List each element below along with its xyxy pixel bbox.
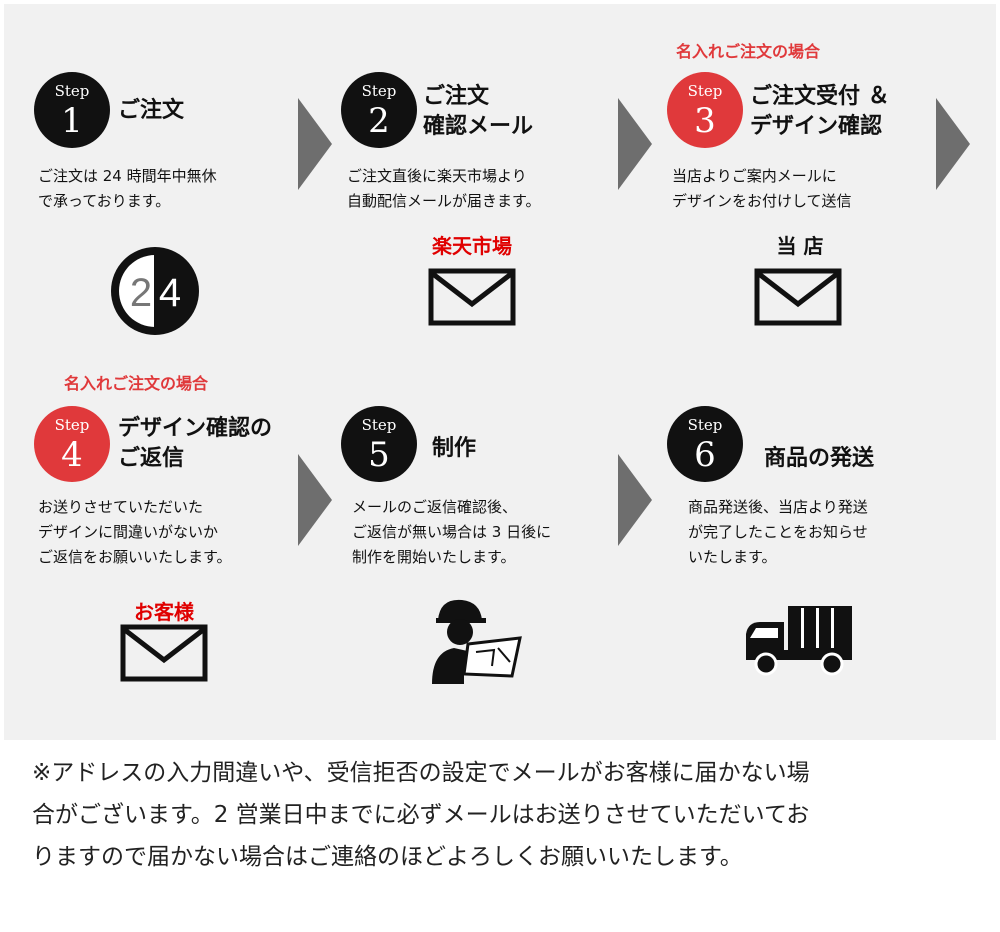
footer-line: りますので届かない場合はご連絡のほどよろしくお願いいたします。 (32, 844, 743, 870)
desc-line: ご返信が無い場合は 3 日後に (352, 523, 552, 541)
step-number: 5 (368, 435, 390, 475)
desc-line: デザインに間違いがないか (38, 523, 219, 541)
title-line: デザイン確認の (118, 416, 273, 441)
clock-right-digit: 4 (159, 271, 181, 315)
desc-line: お送りさせていただいた (38, 498, 204, 516)
step-label: Step (687, 416, 723, 434)
desc-line: メールのご返信確認後、 (352, 498, 518, 516)
customer-caption: お客様 (134, 600, 194, 624)
desc-line: ご返信をお願いいたします。 (38, 548, 232, 566)
desc-line: ご注文は 24 時間年中無休 (38, 167, 217, 185)
step-number: 6 (694, 435, 716, 475)
step-label: Step (54, 82, 90, 100)
step-label: Step (361, 416, 397, 434)
arrow-right-icon (618, 454, 652, 546)
desc-line: デザインをお付けして送信 (672, 192, 852, 210)
step-number: 3 (694, 101, 716, 141)
arrow-right-icon (936, 98, 970, 190)
title-line: 商品の発送 (764, 446, 875, 471)
arrow-right-icon (618, 98, 652, 190)
step-4-note: 名入れご注文の場合 (64, 374, 209, 393)
shop-caption: 当 店 (776, 234, 824, 258)
title-line: 制作 (432, 436, 477, 461)
step-number: 4 (61, 435, 83, 475)
desc-line: ご注文直後に楽天市場より (347, 167, 527, 185)
desc-line: が完了したことをお知らせ (688, 523, 868, 541)
step-3-title: ご注文受付 ＆ デザイン確認 (750, 82, 890, 142)
step-label: Step (361, 82, 397, 100)
desc-line: 当店よりご案内メールに (672, 167, 837, 185)
craftsman-icon (424, 596, 524, 688)
step-3-note: 名入れご注文の場合 (676, 42, 821, 61)
desc-line: で承っております。 (38, 192, 171, 210)
step-1-description: ご注文は 24 時間年中無休 で承っております。 (38, 164, 217, 214)
mail-icon (754, 268, 842, 330)
step-4-description: お送りさせていただいた デザインに間違いがないか ご返信をお願いいたします。 (38, 495, 232, 570)
title-line: ご注文 (118, 98, 185, 123)
step-4-badge: Step 4 (34, 406, 110, 482)
desc-line: 商品発送後、当店より発送 (688, 498, 868, 516)
footer-line: 合がございます。2 営業日中までに必ずメールはお送りさせていただいてお (32, 802, 810, 828)
step-number: 1 (61, 101, 83, 141)
arrow-right-icon (298, 454, 332, 546)
step-4-title: デザイン確認の ご返信 (118, 414, 272, 474)
step-3-badge: Step 3 (667, 72, 743, 148)
step-5-badge: Step 5 (341, 406, 417, 482)
mail-icon (120, 624, 208, 686)
step-6-badge: Step 6 (667, 406, 743, 482)
step-2-description: ご注文直後に楽天市場より 自動配信メールが届きます。 (347, 164, 541, 214)
footer-note: ※アドレスの入力間違いや、受信拒否の設定でメールがお客様に届かない場 合がござい… (32, 752, 982, 878)
step-2-badge: Step 2 (341, 72, 417, 148)
step-3-description: 当店よりご案内メールに デザインをお付けして送信 (672, 164, 852, 214)
step-5-title: 制作 (432, 434, 476, 464)
step-2-title: ご注文 確認メール (423, 82, 533, 142)
step-1-badge: Step 1 (34, 72, 110, 148)
step-6-title: 商品の発送 (764, 444, 874, 474)
title-line: 確認メール (423, 114, 534, 139)
step-label: Step (54, 416, 90, 434)
step-number: 2 (368, 101, 390, 141)
arrow-right-icon (298, 98, 332, 190)
delivery-truck-icon (744, 606, 856, 680)
clock-left-digit: 2 (130, 271, 152, 315)
step-1-title: ご注文 (118, 96, 184, 126)
desc-line: 制作を開始いたします。 (352, 548, 516, 566)
title-line: ご注文 (423, 84, 490, 109)
rakuten-caption: 楽天市場 (432, 234, 512, 258)
desc-line: 自動配信メールが届きます。 (347, 192, 541, 210)
footer-line: ※アドレスの入力間違いや、受信拒否の設定でメールがお客様に届かない場 (32, 760, 810, 786)
24-hour-icon: 2 4 (110, 246, 200, 336)
title-line: ご返信 (118, 446, 185, 471)
step-label: Step (687, 82, 723, 100)
title-line: ご注文受付 ＆ (750, 84, 890, 109)
desc-line: いたします。 (688, 548, 777, 566)
step-6-description: 商品発送後、当店より発送 が完了したことをお知らせ いたします。 (688, 495, 868, 570)
title-line: デザイン確認 (750, 114, 883, 139)
step-5-description: メールのご返信確認後、 ご返信が無い場合は 3 日後に 制作を開始いたします。 (352, 495, 551, 570)
mail-icon (428, 268, 516, 330)
